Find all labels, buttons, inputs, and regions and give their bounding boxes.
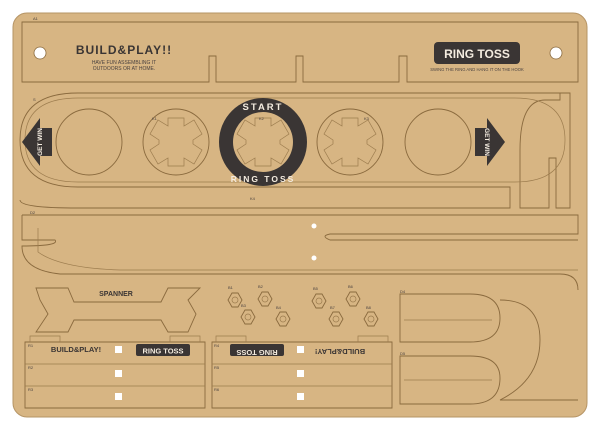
part-r3-label: R3: [28, 387, 34, 392]
game-badge: [434, 42, 520, 64]
part-b3-label: B3: [241, 303, 247, 308]
peg-hole-lower: [311, 255, 317, 261]
part-k1-label: K1: [152, 116, 158, 121]
part-b7-label: B7: [330, 305, 336, 310]
gear-disc-k3: K3: [316, 108, 384, 176]
part-b8-label: B8: [366, 305, 372, 310]
part-s-track: [24, 97, 566, 183]
part-d5: D5: [399, 351, 501, 405]
part-b5-label: B5: [313, 286, 319, 291]
part-b6-label: B6: [348, 284, 354, 289]
part-b4-label: B4: [276, 305, 282, 310]
box-brand-right: BUILD&PLAY!: [315, 347, 365, 356]
part-r1-label: R1: [28, 343, 34, 348]
brand-subtitle-2: OUTDOORS OR AT HOME.: [93, 66, 156, 72]
target-circle-right: [404, 108, 472, 176]
part-d4: D4: [399, 289, 501, 343]
spanner-outline: [35, 287, 202, 333]
hex-nut-b4: B4: [275, 305, 291, 327]
hex-nut-b6: B6: [345, 284, 361, 307]
part-k4-label: K4: [250, 196, 256, 201]
part-d2-outline: [21, 214, 579, 291]
hex-nut-b2: B2: [257, 284, 273, 307]
get-win-arrow-right: GET WIN: [475, 118, 505, 166]
box-badge-left: [136, 344, 190, 356]
part-k2-label: K2: [259, 116, 265, 121]
hex-nut-b3: B3: [240, 303, 256, 325]
box-brand-left: BUILD&PLAY!: [51, 345, 101, 354]
part-b2-label: B2: [258, 284, 264, 289]
part-b1-label: B1: [228, 285, 234, 290]
part-d4-label: D4: [400, 289, 406, 294]
gear-disc-k1: K1: [142, 108, 210, 176]
part-k3-label: K3: [364, 116, 370, 121]
part-d2-inner: [37, 228, 578, 271]
part-a1-label: A1: [33, 16, 39, 21]
start-ring: START RING TOSS K2: [219, 98, 307, 186]
part-s-label: S: [33, 97, 36, 102]
hex-nut-b8: B8: [363, 305, 379, 327]
box-rails-right: RING TOSS BUILD&PLAY! R4 R5 R6: [211, 335, 393, 409]
hex-nut-b1: B1: [227, 285, 243, 308]
box-badge-right-label: RING TOSS: [236, 348, 277, 357]
part-a1-outline: [21, 21, 579, 83]
brand-subtitle-1: HAVE FUN ASSEMBLING IT: [92, 60, 156, 66]
spanner-label: SPANNER: [99, 291, 133, 298]
hex-nut-b5: B5: [311, 286, 327, 309]
box-rails-left: BUILD&PLAY! RING TOSS R1 R2 R3: [24, 335, 206, 409]
part-r6-label: R6: [214, 387, 220, 392]
brand-title: BUILD&PLAY!!: [76, 43, 172, 57]
game-tagline: SWING THE RING AND HANG IT ON THE HOOK: [430, 67, 524, 72]
start-top-label: START: [243, 102, 284, 113]
part-s-outline: [19, 92, 571, 209]
get-win-right-label: GET WIN: [483, 128, 490, 156]
game-badge-label: RING TOSS: [444, 47, 510, 61]
get-win-left-label: GET WIN: [37, 128, 44, 156]
hex-nut-b7: B7: [328, 305, 344, 327]
part-r4-label: R4: [214, 343, 220, 348]
mount-hole-left: [33, 46, 47, 60]
get-win-arrow-left: GET WIN: [22, 118, 52, 166]
box-badge-right: [230, 344, 284, 356]
box-badge-left-label: RING TOSS: [142, 347, 183, 356]
mount-hole-right: [549, 46, 563, 60]
part-d5-label: D5: [400, 351, 406, 356]
part-d-curve-right: [499, 299, 578, 401]
peg-hole-upper: [311, 223, 317, 229]
part-r2-label: R2: [28, 365, 34, 370]
start-bottom-label: RING TOSS: [231, 174, 296, 184]
target-circle-left: [55, 108, 123, 176]
part-d2-label: D2: [30, 210, 36, 215]
part-r5-label: R5: [214, 365, 220, 370]
